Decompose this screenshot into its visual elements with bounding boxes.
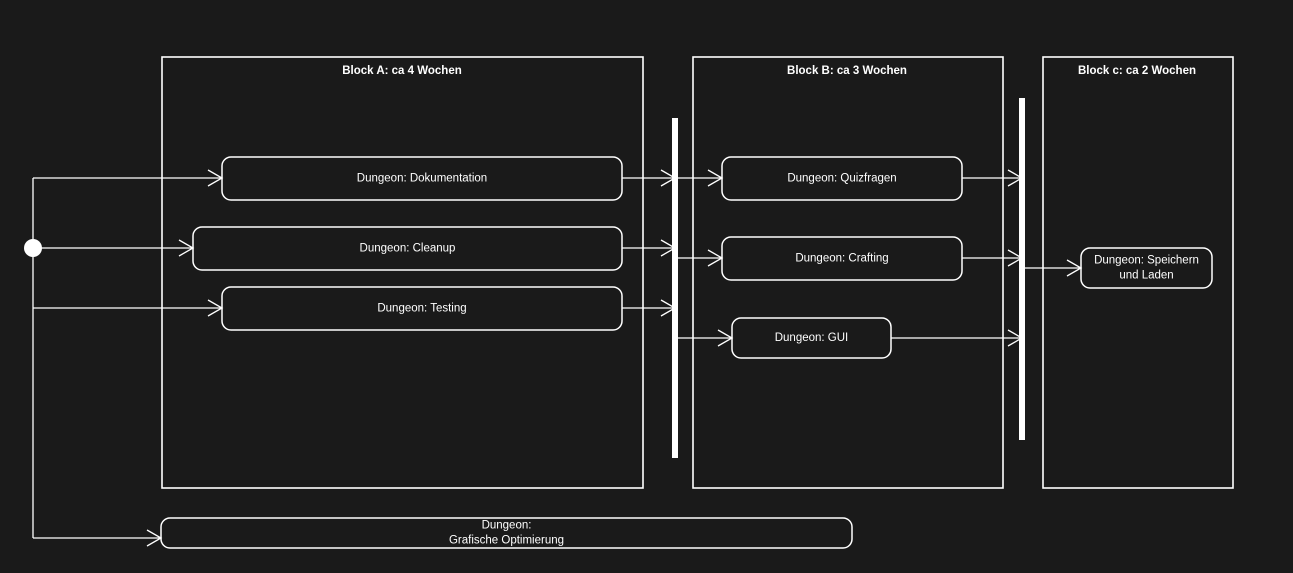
block-frame-block-c <box>1042 56 1234 489</box>
activity-box-dungeon-crafting[interactable] <box>721 236 963 281</box>
activity-box-dungeon-speichern-und-laden[interactable] <box>1080 247 1213 289</box>
flow-flow-start-to-grafische-optimierung <box>33 529 163 547</box>
activity-box-dungeon-quizfragen[interactable] <box>721 156 963 201</box>
activity-box-dungeon-testing[interactable] <box>221 286 623 331</box>
activity-node-dungeon-cleanup[interactable]: Dungeon: Cleanup <box>192 226 623 271</box>
activity-label-line: Dungeon: <box>482 520 532 532</box>
block-title-block-c: Block c: ca 2 Wochen <box>1078 65 1196 77</box>
flow-flow-testing-to-sync1 <box>622 299 677 317</box>
activity-label-line: Dungeon: Dokumentation <box>357 173 487 185</box>
activity-label-line: Dungeon: GUI <box>775 332 849 344</box>
flow-flow-sync1-to-gui <box>675 329 734 347</box>
block-frame-block-a <box>161 56 644 489</box>
block-frame-block-b <box>692 56 1004 489</box>
activity-node-dungeon-quizfragen[interactable]: Dungeon: Quizfragen <box>721 156 963 201</box>
sync-bar-1 <box>672 118 678 458</box>
activity-node-dungeon-crafting[interactable]: Dungeon: Crafting <box>721 236 963 281</box>
activity-label-line: Dungeon: Cleanup <box>360 243 456 255</box>
activity-label-line: Grafische Optimierung <box>449 535 564 547</box>
activity-box-dungeon-cleanup[interactable] <box>192 226 623 271</box>
activity-label-line: Dungeon: Speichern <box>1094 255 1199 267</box>
activity-label-line: Dungeon: Quizfragen <box>787 173 896 185</box>
flow-flow-dokumentation-to-sync1 <box>622 169 677 187</box>
block-title-block-b: Block B: ca 3 Wochen <box>787 65 907 77</box>
activity-label-dungeon-grafische-optimierung: Dungeon: Grafische Optimierung <box>449 520 564 547</box>
flow-flow-quizfragen-to-sync2 <box>962 169 1024 187</box>
block-group-block-c: Block c: ca 2 Wochen <box>1042 56 1234 489</box>
activity-label-dungeon-speichern-und-laden: Dungeon: Speichern und Laden <box>1094 255 1199 282</box>
activity-box-dungeon-gui[interactable] <box>731 317 892 359</box>
activity-box-dungeon-grafische-optimierung[interactable] <box>160 517 853 549</box>
sync-bar-2 <box>1019 98 1025 440</box>
start-node-icon <box>24 239 42 257</box>
flow-flow-sync1-to-quizfragen <box>675 169 724 187</box>
flow-flow-start-to-cleanup <box>33 239 195 257</box>
activity-box-dungeon-dokumentation[interactable] <box>221 156 623 201</box>
activity-node-dungeon-dokumentation[interactable]: Dungeon: Dokumentation <box>221 156 623 201</box>
flow-flow-start-to-testing <box>33 299 224 317</box>
flow-flow-sync2-to-speichern <box>1022 259 1083 277</box>
activity-label-dungeon-cleanup: Dungeon: Cleanup <box>360 243 456 255</box>
flow-flow-sync1-to-crafting <box>675 249 724 267</box>
block-title-block-a: Block A: ca 4 Wochen <box>342 65 462 77</box>
activity-node-dungeon-speichern-und-laden[interactable]: Dungeon: Speichern und Laden <box>1080 247 1213 289</box>
activity-label-dungeon-gui: Dungeon: GUI <box>775 332 849 344</box>
flow-flow-start-to-dokumentation <box>33 169 224 187</box>
activity-node-dungeon-grafische-optimierung[interactable]: Dungeon: Grafische Optimierung <box>160 517 853 549</box>
flow-flow-cleanup-to-sync1 <box>622 239 677 257</box>
activity-label-dungeon-crafting: Dungeon: Crafting <box>795 253 888 265</box>
activity-label-dungeon-dokumentation: Dungeon: Dokumentation <box>357 173 487 185</box>
activity-node-dungeon-gui[interactable]: Dungeon: GUI <box>731 317 892 359</box>
block-group-block-b: Block B: ca 3 Wochen <box>692 56 1004 489</box>
flow-flow-crafting-to-sync2 <box>962 249 1024 267</box>
activity-label-line: Dungeon: Testing <box>377 303 466 315</box>
activity-label-line: Dungeon: Crafting <box>795 253 888 265</box>
activity-label-dungeon-quizfragen: Dungeon: Quizfragen <box>787 173 896 185</box>
activity-node-dungeon-testing[interactable]: Dungeon: Testing <box>221 286 623 331</box>
block-group-block-a: Block A: ca 4 Wochen <box>161 56 644 489</box>
activity-label-line: und Laden <box>1119 270 1173 282</box>
activity-label-dungeon-testing: Dungeon: Testing <box>377 303 466 315</box>
